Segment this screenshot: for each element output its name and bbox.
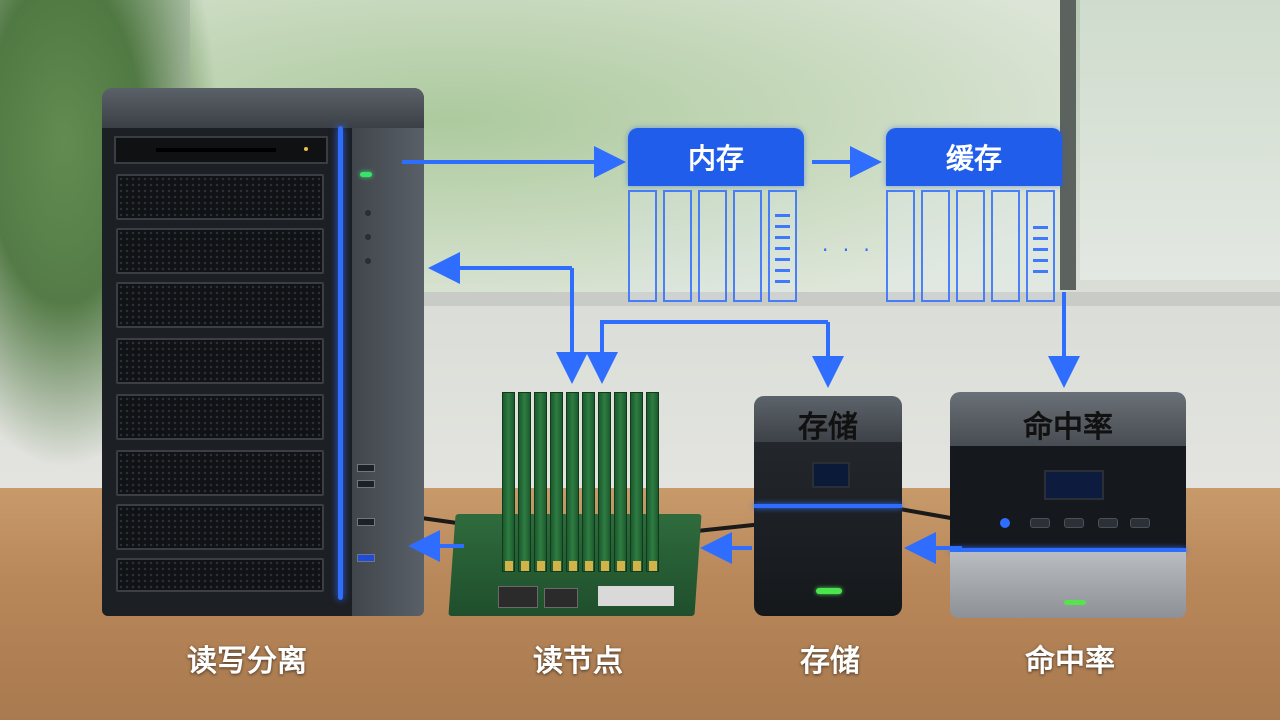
window-frame bbox=[1060, 0, 1076, 290]
hitrate-blue-led bbox=[950, 548, 1186, 553]
status-dot bbox=[365, 258, 371, 264]
hitrate-device-front bbox=[950, 446, 1186, 550]
board-chip bbox=[498, 586, 538, 608]
memory-label-box: 内存 bbox=[628, 128, 804, 186]
storage-blue-led bbox=[754, 504, 902, 508]
device-button bbox=[1130, 518, 1150, 528]
status-dot bbox=[365, 210, 371, 216]
cache-cell bbox=[991, 190, 1020, 302]
memory-module bbox=[502, 392, 515, 572]
memory-module bbox=[534, 392, 547, 572]
memory-module bbox=[630, 392, 643, 572]
drive-bay bbox=[116, 282, 324, 328]
storage-device-body bbox=[754, 442, 902, 616]
memory-module bbox=[614, 392, 627, 572]
cache-cells bbox=[886, 190, 1055, 302]
drive-bay bbox=[116, 450, 324, 496]
hitrate-device-label: 命中率 bbox=[1023, 410, 1113, 445]
caption-read-node: 读节点 bbox=[533, 644, 623, 679]
caption-hit-rate: 命中率 bbox=[1025, 644, 1115, 679]
usb-port bbox=[357, 480, 375, 488]
hitrate-device-top bbox=[950, 392, 1186, 450]
cache-cell bbox=[956, 190, 985, 302]
usb-port bbox=[357, 518, 375, 526]
background-window-right bbox=[1080, 0, 1280, 280]
drive-bay bbox=[116, 504, 324, 550]
board-chip bbox=[544, 588, 578, 608]
drive-bay bbox=[116, 228, 324, 274]
cache-cell bbox=[921, 190, 950, 302]
drive-bay bbox=[116, 394, 324, 440]
tower-blue-light-strip bbox=[338, 126, 343, 600]
arrow-storage-loop bbox=[586, 320, 828, 384]
memory-module bbox=[598, 392, 611, 572]
cache-cell bbox=[1026, 190, 1055, 302]
cell-fill-lines bbox=[775, 214, 790, 284]
cache-cell bbox=[886, 190, 915, 302]
memory-cell bbox=[628, 190, 657, 302]
window-sill bbox=[190, 292, 1280, 306]
storage-green-led bbox=[816, 588, 842, 594]
power-led bbox=[360, 172, 372, 177]
caption-rw-split: 读写分离 bbox=[187, 644, 307, 679]
drive-bay bbox=[116, 338, 324, 384]
storage-device-top bbox=[754, 396, 902, 446]
optical-drive-slot bbox=[156, 148, 276, 152]
hitrate-display bbox=[1044, 470, 1104, 500]
tower-top-panel bbox=[102, 88, 424, 128]
cache-label-box: 缓存 bbox=[886, 128, 1062, 186]
tower-server bbox=[102, 88, 424, 616]
memory-module bbox=[566, 392, 579, 572]
memory-module bbox=[518, 392, 531, 572]
cell-fill-lines bbox=[1033, 226, 1048, 274]
memory-cell bbox=[698, 190, 727, 302]
memory-cell bbox=[768, 190, 797, 302]
drive-bay bbox=[116, 174, 324, 220]
storage-display bbox=[812, 462, 850, 488]
usb-port-blue bbox=[357, 554, 375, 562]
hitrate-device-base bbox=[950, 552, 1186, 618]
tower-side-panel bbox=[340, 88, 424, 616]
caption-storage: 存储 bbox=[800, 644, 860, 679]
memory-cell bbox=[733, 190, 762, 302]
memory-module bbox=[646, 392, 659, 572]
memory-module bbox=[550, 392, 563, 572]
memory-cells bbox=[628, 190, 797, 302]
drive-bay bbox=[116, 558, 324, 592]
power-icon bbox=[1000, 518, 1010, 528]
device-button bbox=[1030, 518, 1050, 528]
hitrate-device bbox=[950, 392, 1186, 618]
ellipsis-dots: · · · bbox=[822, 238, 874, 262]
optical-drive bbox=[114, 136, 328, 164]
usb-port bbox=[357, 464, 375, 472]
memory-module bbox=[582, 392, 595, 572]
device-button bbox=[1098, 518, 1118, 528]
storage-device-label: 存储 bbox=[798, 410, 858, 445]
board-connector-strip bbox=[598, 586, 674, 606]
storage-device bbox=[754, 396, 902, 616]
optical-drive-led bbox=[304, 147, 308, 151]
status-dot bbox=[365, 234, 371, 240]
device-button bbox=[1064, 518, 1084, 528]
memory-cell bbox=[663, 190, 692, 302]
hitrate-green-led bbox=[1064, 600, 1086, 605]
